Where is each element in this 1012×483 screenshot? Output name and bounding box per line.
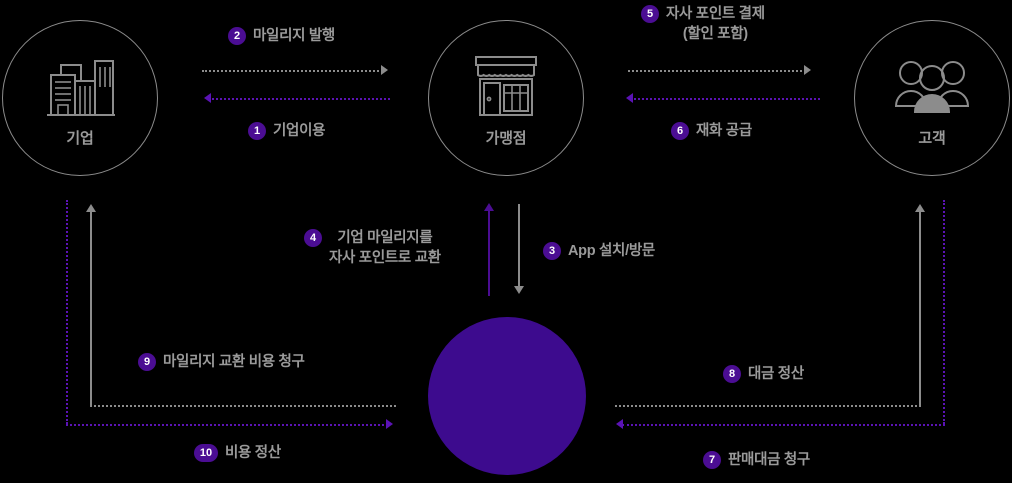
flow-label-10: 10 비용 정산 <box>194 443 281 463</box>
flow-label-6: 6 재화 공급 <box>671 121 752 141</box>
connector-2-arrowhead-icon <box>381 65 388 75</box>
flow-label-8: 8 대금 정산 <box>723 364 804 384</box>
flow-badge-3: 3 <box>543 242 561 260</box>
flow-badge-4: 4 <box>304 229 322 247</box>
connector-9-hline <box>90 405 396 407</box>
flow-text-9: 마일리지 교환 비용 청구 <box>163 354 305 370</box>
connector-9-vline <box>90 211 92 407</box>
flow-badge-9: 9 <box>138 353 156 371</box>
connector-5-line <box>628 70 806 72</box>
connector-5-arrowhead-icon <box>804 65 811 75</box>
connector-8-arrowhead-icon <box>915 204 925 212</box>
flow-label-1: 1 기업이용 <box>248 121 325 141</box>
flow-text-5-line1: 자사 포인트 결제 <box>666 6 765 22</box>
connector-6-arrowhead-icon <box>626 93 633 103</box>
center-hub[interactable] <box>428 317 586 475</box>
flow-badge-5: 5 <box>641 5 659 23</box>
connector-10-arrowhead-icon <box>386 419 393 429</box>
connector-6-line <box>634 98 820 100</box>
flow-badge-7: 7 <box>703 451 721 469</box>
flow-badge-2: 2 <box>228 27 246 45</box>
flow-text-4-line1: 기업 마일리지를 <box>337 230 433 246</box>
flow-badge-8: 8 <box>723 365 741 383</box>
connector-4-line <box>488 210 490 296</box>
connector-7-arrowhead-icon <box>616 419 623 429</box>
flow-text-3: App 설치/방문 <box>568 243 655 259</box>
connector-8-vline <box>919 211 921 407</box>
node-customer[interactable]: 고객 <box>854 20 1010 176</box>
flow-text-4: 기업 마일리지를 자사 포인트로 교환 <box>329 228 441 268</box>
flow-label-4: 4 기업 마일리지를 자사 포인트로 교환 <box>304 228 441 268</box>
flow-text-1: 기업이용 <box>273 123 326 139</box>
storefront-icon <box>468 51 544 121</box>
flow-badge-6: 6 <box>671 122 689 140</box>
connector-9-arrowhead-icon <box>86 204 96 212</box>
flow-label-3: 3 App 설치/방문 <box>543 241 655 261</box>
node-company-label: 기업 <box>66 129 94 147</box>
flow-badge-10: 10 <box>194 444 218 462</box>
connector-10-hline <box>66 424 388 426</box>
group-of-people-icon <box>894 51 970 121</box>
flow-text-4-line2: 자사 포인트로 교환 <box>329 250 441 266</box>
flow-label-7: 7 판매대금 청구 <box>703 450 810 470</box>
flow-text-5-line2: (할인 포함) <box>682 26 748 42</box>
flow-text-5: 자사 포인트 결제 (할인 포함) <box>666 4 765 44</box>
connector-8-hline <box>615 405 921 407</box>
flow-badge-1: 1 <box>248 122 266 140</box>
connector-2-line <box>202 70 383 72</box>
connector-1-arrowhead-icon <box>204 93 211 103</box>
connector-3-arrowhead-icon <box>514 286 524 294</box>
connector-7-hline <box>622 424 945 426</box>
node-customer-label: 고객 <box>918 129 946 147</box>
node-merchant-label: 가맹점 <box>485 129 527 147</box>
flow-text-10: 비용 정산 <box>225 445 281 461</box>
connector-1-line <box>212 98 390 100</box>
connector-10-vline <box>66 200 68 424</box>
node-company[interactable]: 기업 <box>2 20 158 176</box>
connector-4-arrowhead-icon <box>484 203 494 211</box>
flow-label-2: 2 마일리지 발행 <box>228 26 335 46</box>
flow-text-2: 마일리지 발행 <box>253 28 335 44</box>
connector-7-vline <box>943 200 945 424</box>
flow-text-8: 대금 정산 <box>748 366 804 382</box>
flow-text-6: 재화 공급 <box>696 123 752 139</box>
flow-label-9: 9 마일리지 교환 비용 청구 <box>138 352 305 372</box>
flow-label-5: 5 자사 포인트 결제 (할인 포함) <box>641 4 765 44</box>
node-merchant[interactable]: 가맹점 <box>428 20 584 176</box>
office-buildings-icon <box>42 51 118 121</box>
connector-3-line <box>518 204 520 287</box>
flow-text-7: 판매대금 청구 <box>728 452 810 468</box>
